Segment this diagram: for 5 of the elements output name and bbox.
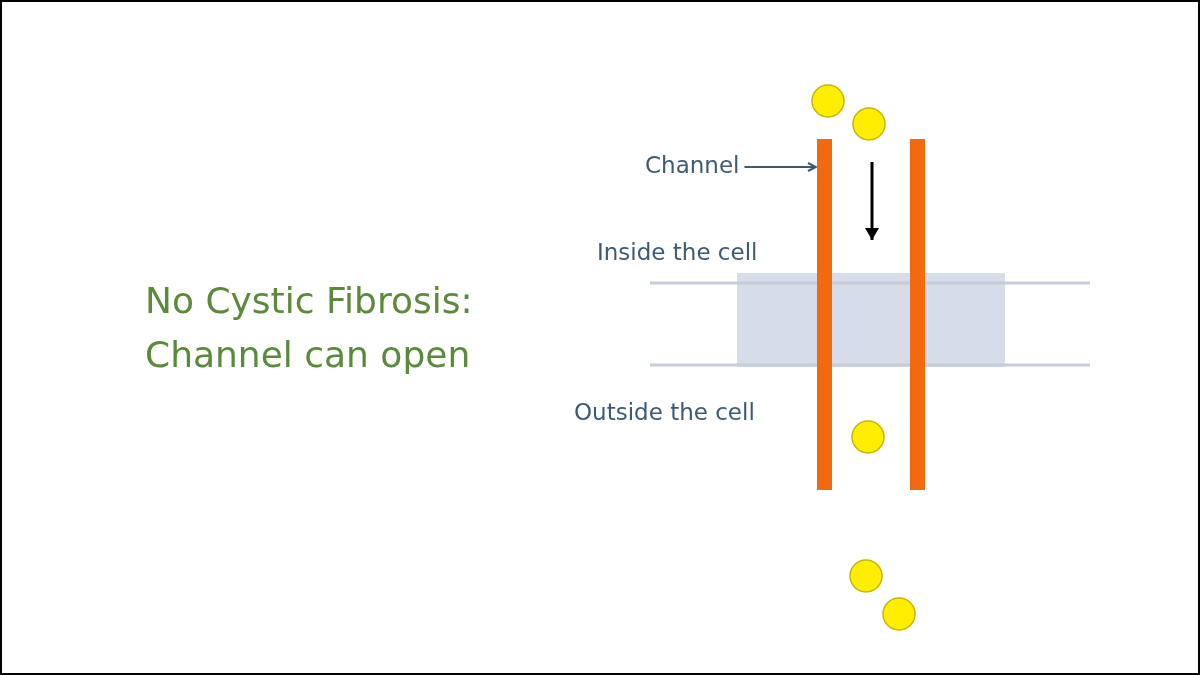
region-label: Outside the cell	[574, 399, 755, 425]
channel-label: Channel	[645, 152, 740, 178]
region-label: Inside the cell	[597, 239, 758, 265]
diagram-title: No Cystic Fibrosis: Channel can open	[145, 279, 474, 377]
leader-arrow	[743, 162, 817, 172]
